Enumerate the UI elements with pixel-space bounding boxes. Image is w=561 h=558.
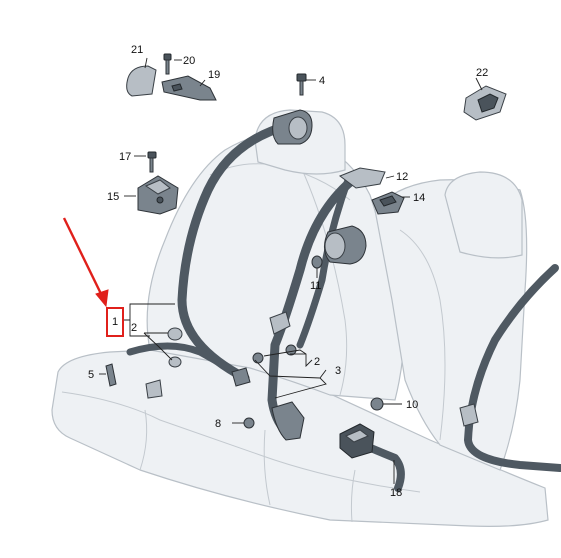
headrest-right (444, 171, 523, 259)
callout-11: 10 (406, 399, 418, 411)
red-arrow-head (95, 289, 109, 308)
rear-seat (51, 109, 549, 527)
callout-18: 17 (119, 151, 131, 163)
callout-3: 3 (335, 365, 341, 377)
center-buckle (271, 401, 305, 441)
center-belt-retractor (324, 225, 367, 265)
part-22-clip (463, 85, 507, 121)
part-14-belt-guide (338, 167, 386, 189)
leader-lines (99, 57, 483, 484)
highlight-box-callout-1 (106, 307, 124, 337)
callout-labels: 21 20 19 4 22 17 15 12 14 11 1 2 2 3 5 8… (88, 44, 488, 499)
callout-20: 20 (183, 55, 195, 67)
part-18-bolt (147, 151, 157, 173)
callout-15: 14 (413, 192, 425, 204)
part-12-nut (311, 255, 323, 269)
part-19-bracket (161, 75, 217, 101)
part-10-nut (243, 417, 255, 429)
callout-4: 18 (390, 487, 402, 499)
part-5-bolt (296, 73, 307, 96)
callout-2-center: 2 (314, 356, 320, 368)
callout-8: 5 (88, 369, 94, 381)
red-annotation (62, 217, 124, 337)
callout-19: 19 (208, 69, 220, 81)
callout-22: 22 (476, 67, 488, 79)
callout-14: 12 (396, 171, 408, 183)
part-21-cover (126, 65, 157, 97)
callout-2-left: 2 (131, 322, 137, 334)
part-15-guide (371, 191, 405, 215)
callout-17: 15 (107, 191, 119, 203)
lower-anchor-plates (145, 367, 251, 399)
part-17-bracket (137, 175, 179, 215)
part-11-nut (370, 397, 384, 411)
callout-21: 21 (131, 44, 143, 56)
part-20-bolt (163, 53, 172, 75)
callout-10: 8 (215, 418, 221, 430)
part-8-bolt (105, 363, 117, 387)
red-arrow (62, 217, 106, 301)
callout-5: 4 (319, 75, 325, 87)
callout-1: 1 (112, 316, 118, 328)
upper-belt-retractor (272, 109, 313, 145)
part-4-buckle (339, 423, 375, 459)
right-belt-tongue (459, 403, 479, 427)
callout-12: 11 (310, 280, 321, 292)
center-belt-tongue (269, 311, 291, 335)
